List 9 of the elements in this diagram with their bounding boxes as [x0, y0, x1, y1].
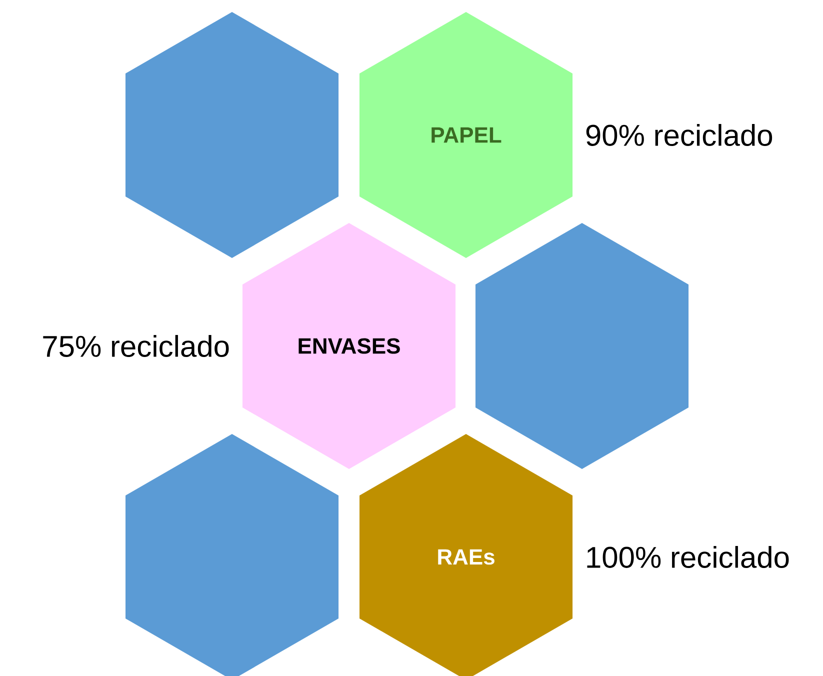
beside-label: 100% reciclado [587, 546, 789, 568]
hexagon-tile: RAEs [359, 434, 573, 676]
hexagon-tile [125, 434, 339, 676]
hexagon-tile: ENVASES [242, 223, 456, 469]
beside-label: 90% reciclado [586, 124, 772, 146]
beside-label: 75% reciclado [43, 334, 229, 358]
hexagon-tile [475, 223, 689, 469]
hexagon-tile [125, 12, 339, 258]
hexagon-tile: PAPEL [359, 12, 573, 258]
